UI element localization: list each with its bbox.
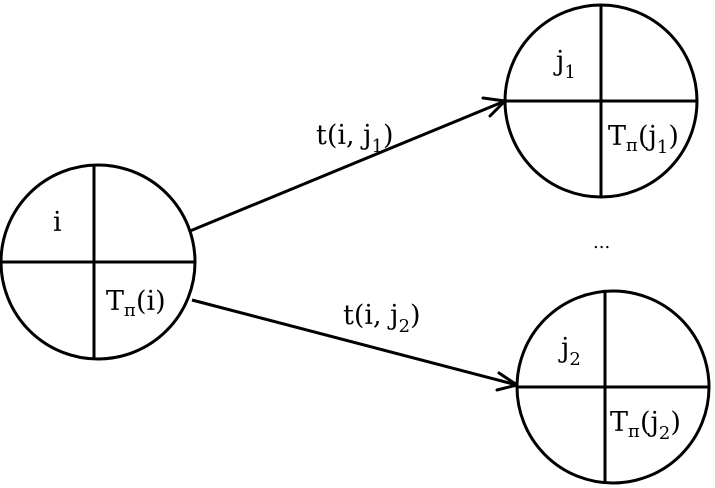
edge-i-j1-line (189, 99, 506, 233)
edge-i-j1: t(i, j1) (189, 96, 507, 233)
node-i-time: Tп(i) (106, 286, 166, 321)
edge-i-j2-arrowhead (495, 371, 519, 392)
node-j2: j2 Tп(j2) (515, 289, 711, 485)
node-i-label: i (53, 207, 62, 238)
edge-i-j2-label: t(i, j2) (343, 300, 421, 337)
edge-i-j1-arrowhead (481, 96, 507, 118)
node-j2-label: j2 (558, 333, 581, 370)
edge-i-j1-label: t(i, j1) (316, 120, 394, 157)
node-j2-time: Tп(j2) (610, 407, 681, 444)
ellipsis: ... (593, 232, 610, 253)
node-j1-label: j1 (553, 46, 576, 83)
node-i: i Tп(i) (0, 163, 197, 361)
node-j1: j1 Tп(j1) (503, 3, 699, 199)
edge-i-j2: t(i, j2) (191, 298, 519, 392)
node-j1-time: Tп(j1) (608, 121, 679, 158)
edge-i-j2-line (191, 298, 518, 387)
